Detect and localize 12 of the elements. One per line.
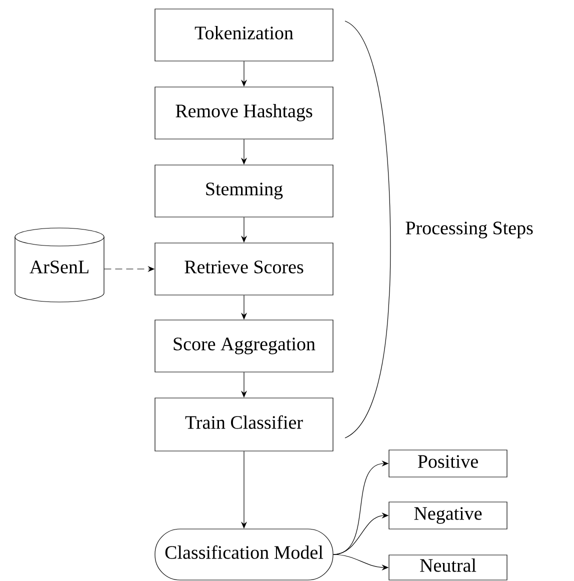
- process-box: Score Aggregation: [154, 320, 334, 372]
- process-box: Tokenization: [154, 8, 334, 62]
- process-box: Train Classifier: [154, 398, 334, 452]
- database-cylinder: ArSenL: [14, 228, 104, 302]
- output-box: Positive: [388, 450, 508, 478]
- process-box: Remove Hashtags: [154, 86, 334, 140]
- output-box: Neutral: [388, 554, 508, 580]
- process-box: Retrieve Scores: [154, 242, 334, 296]
- output-box: Negative: [388, 502, 508, 530]
- process-box: Stemming: [154, 164, 334, 218]
- model-terminal: Classification Model: [154, 528, 334, 580]
- bracket-label: Processing Steps: [406, 222, 533, 238]
